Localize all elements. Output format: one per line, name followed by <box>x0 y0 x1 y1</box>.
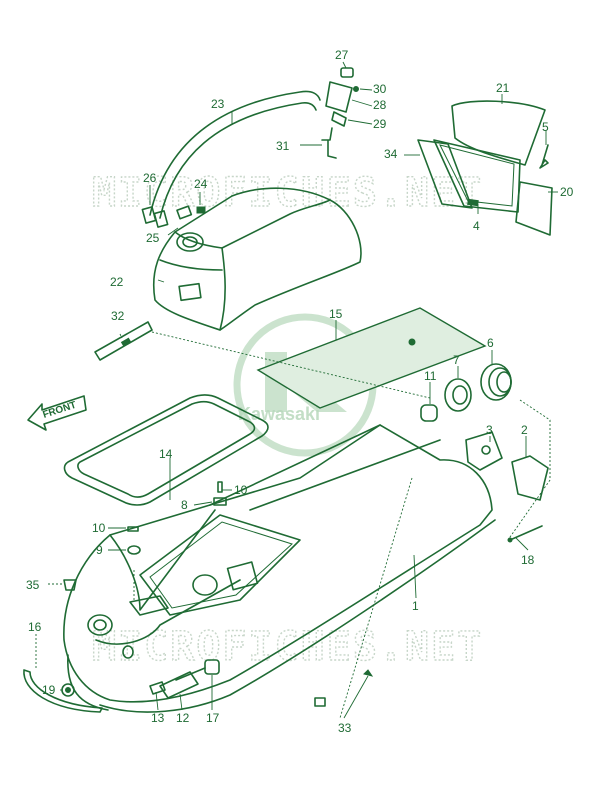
callout-4: 4 <box>473 219 480 233</box>
watermark-text-bottom: MICROFICHES.NET <box>92 624 483 670</box>
part-1-hull <box>63 424 496 713</box>
callout-35: 35 <box>26 578 40 592</box>
part-2-cover <box>511 455 549 501</box>
callout-19: 19 <box>42 683 56 697</box>
part-22-hood <box>152 187 362 331</box>
part-3-block <box>465 431 503 471</box>
callout-10-left: 10 <box>92 521 106 535</box>
front-label: FRONT <box>42 400 78 421</box>
callout-20: 20 <box>560 185 574 199</box>
part-21-cover <box>451 100 546 166</box>
callout-6: 6 <box>487 336 494 350</box>
callout-11: 11 <box>424 369 437 383</box>
callout-14: 14 <box>159 447 173 461</box>
leader-lines <box>35 61 558 719</box>
part-29-clip <box>331 111 347 127</box>
part-7-ring <box>444 378 472 412</box>
part-26-bracket <box>141 206 169 228</box>
callout-24: 24 <box>194 177 208 191</box>
part-20-panel <box>515 181 553 236</box>
part-27-knob <box>340 67 354 78</box>
part-12-grille <box>159 667 206 699</box>
callout-27: 27 <box>335 48 349 62</box>
callout-25: 25 <box>146 231 160 245</box>
callout-7: 7 <box>453 353 460 367</box>
part-16-trim <box>23 669 103 713</box>
part-10-bolt-left <box>127 526 139 532</box>
callout-28: 28 <box>373 98 387 112</box>
part-14-gasket <box>63 394 269 506</box>
callout-32: 32 <box>111 309 125 323</box>
part-33-clips <box>314 669 374 707</box>
callout-21: 21 <box>496 81 510 95</box>
part-31-wire <box>321 127 337 159</box>
callout-17: 17 <box>206 711 220 725</box>
callout-31: 31 <box>276 139 290 153</box>
callout-34: 34 <box>384 147 398 161</box>
part-28-plate <box>325 81 353 113</box>
callout-labels: 1 2 3 4 5 6 7 8 9 10 10 11 12 13 14 15 1… <box>26 48 574 735</box>
callout-29: 29 <box>373 117 387 131</box>
callout-1: 1 <box>412 599 419 613</box>
part-32-strap <box>94 321 153 361</box>
callout-13: 13 <box>151 711 165 725</box>
callout-12: 12 <box>176 711 190 725</box>
callout-16: 16 <box>28 620 42 634</box>
part-15-mat <box>256 307 487 409</box>
callout-10-top: 10 <box>234 483 248 497</box>
callout-30: 30 <box>373 82 387 96</box>
part-13-tab <box>149 681 166 695</box>
part-25-clip <box>176 205 193 220</box>
callout-23: 23 <box>211 97 225 111</box>
part-24-screw <box>196 206 206 214</box>
part-35-plug <box>63 579 77 591</box>
part-30-screw <box>353 86 359 92</box>
part-18-rod <box>507 525 543 543</box>
callout-3: 3 <box>486 423 493 437</box>
part-11-cap <box>420 404 438 422</box>
part-34-frame <box>417 139 473 209</box>
part-10-bolt-top <box>217 481 223 493</box>
part-23-handle <box>149 90 321 219</box>
callout-33: 33 <box>338 721 352 735</box>
callout-5: 5 <box>542 120 549 134</box>
part-19-plug <box>61 683 75 697</box>
front-arrow: FRONT <box>27 395 87 431</box>
part-5-pin <box>539 144 549 169</box>
part-17-latch <box>204 659 220 675</box>
callout-9: 9 <box>96 543 103 557</box>
part-9-washer <box>127 545 141 555</box>
callout-8: 8 <box>181 498 188 512</box>
part-8-washer <box>213 497 227 506</box>
part-6-bellows <box>480 363 512 401</box>
callout-22: 22 <box>110 275 124 289</box>
callout-26: 26 <box>143 171 157 185</box>
callout-15: 15 <box>329 307 343 321</box>
callout-2: 2 <box>521 423 528 437</box>
callout-18: 18 <box>521 553 535 567</box>
